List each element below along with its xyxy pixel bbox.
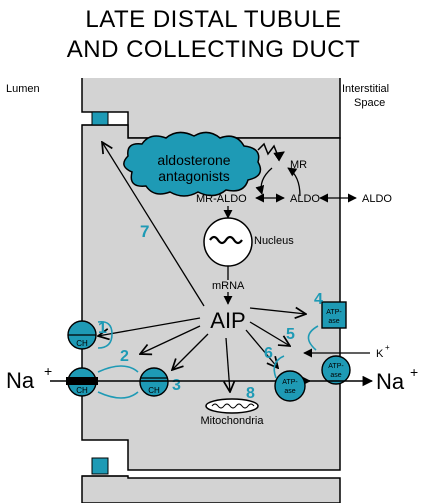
- aldo-to-mr-arrow: [287, 167, 301, 197]
- step-5-number: 5: [286, 326, 295, 343]
- dna-strand: [209, 235, 243, 245]
- lower-neighbor-cell: [81, 475, 341, 503]
- ch-label-3: CH: [148, 386, 160, 395]
- svg-text:ATP-: ATP-: [282, 379, 298, 386]
- na-interstitial-plus: +: [410, 364, 418, 380]
- svg-text:ATP-: ATP-: [328, 363, 344, 370]
- sodium-channel-3: CH: [139, 367, 169, 397]
- tight-junction-bottom: [91, 457, 109, 475]
- tight-junction-top: [91, 111, 109, 126]
- step-8-number: 8: [246, 385, 255, 402]
- step-6-number: 6: [264, 345, 273, 362]
- aip-arrow-5: [249, 321, 290, 346]
- ch-label-2: CH: [76, 386, 88, 395]
- aldosterone-antagonists-cloud: [123, 131, 262, 197]
- mrna-label: mRNA: [212, 280, 245, 292]
- atpase-pump-6: ATP- ase: [274, 370, 306, 402]
- atpase-pump-square-4: ATP- ase: [321, 301, 347, 329]
- svg-text:ATP-: ATP-: [326, 309, 342, 316]
- na-interstitial-label: Na: [376, 369, 405, 394]
- title-line-1: LATE DISTAL TUBULE: [85, 6, 342, 33]
- interstitial-label-1: Interstitial: [342, 83, 389, 95]
- interstitial-label-2: Space: [354, 97, 385, 109]
- svg-text:ase: ase: [284, 388, 295, 395]
- step-2-number: 2: [120, 348, 129, 365]
- title-line-2: AND COLLECTING DUCT: [66, 36, 361, 63]
- k-label: K: [376, 348, 384, 360]
- aip-arrow-4: [249, 308, 306, 314]
- aldo-outer-label: ALDO: [362, 193, 392, 205]
- lumen-label: Lumen: [6, 83, 40, 95]
- nucleus: [203, 217, 253, 267]
- aip-label: AIP: [210, 308, 245, 333]
- ch-label-1: CH: [76, 339, 88, 348]
- mitochondrion: [205, 398, 259, 414]
- na-lumen-label: Na: [6, 368, 35, 393]
- mitochondria-label: Mitochondria: [201, 415, 265, 427]
- aip-arrow-3: [172, 333, 209, 370]
- aip-arrow-8: [226, 337, 230, 392]
- aldosterone-antagonists-label-1: aldosterone: [157, 152, 230, 168]
- nucleus-label: Nucleus: [254, 235, 294, 247]
- svg-text:ase: ase: [328, 318, 339, 325]
- step-4-number: 4: [314, 291, 323, 308]
- aldo-inner-label: ALDO: [290, 193, 320, 205]
- antagonist-block-zigzag: [257, 142, 285, 162]
- sodium-channel-1: CH: [67, 320, 97, 350]
- aip-arrow-1: [98, 317, 201, 336]
- aip-arrow-6: [245, 329, 278, 368]
- step-3-number: 3: [172, 377, 181, 394]
- atpase-pump-membrane: ATP- ase: [321, 355, 351, 385]
- aip-arrow-2: [140, 325, 201, 354]
- mr-label: MR: [290, 159, 307, 171]
- svg-text:ase: ase: [330, 372, 341, 379]
- aip-to-membrane-arrow-7: [102, 142, 205, 307]
- step-1-number: 1: [98, 320, 107, 337]
- svg-text:+: +: [385, 343, 390, 352]
- mr-to-mraldo-arrow: [255, 167, 273, 195]
- step-7-number: 7: [140, 222, 149, 241]
- aldosterone-antagonists-label-2: antagonists: [158, 168, 230, 184]
- na-lumen-plus: +: [44, 363, 52, 379]
- mr-aldo-label: MR-ALDO: [196, 193, 247, 205]
